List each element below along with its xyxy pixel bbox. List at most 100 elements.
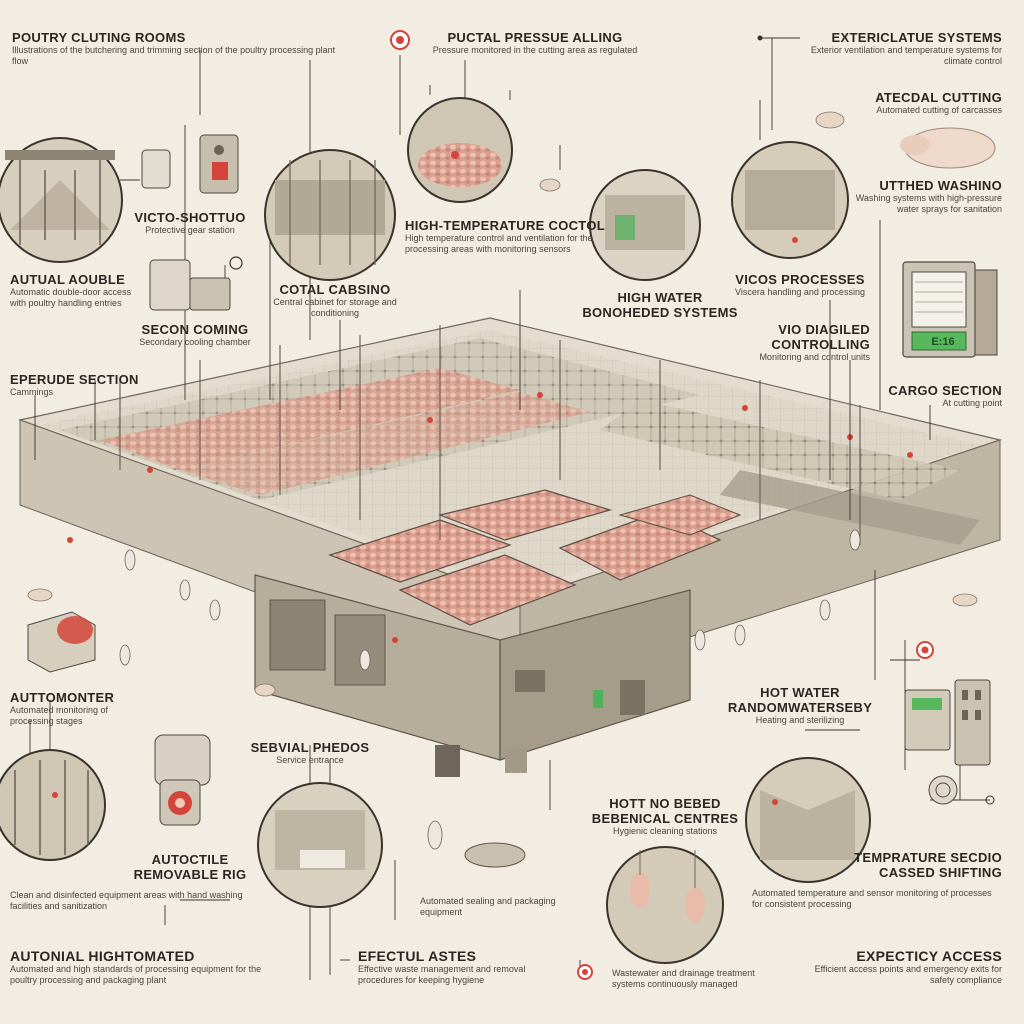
label-desc: Automated temperature and sensor monitor… bbox=[752, 888, 992, 909]
label-desc: Efficient access points and emergency ex… bbox=[814, 964, 1002, 985]
label-title: AUTTOMONTER bbox=[10, 690, 115, 705]
label-desc: Automated and high standards of processi… bbox=[10, 964, 262, 985]
label-center-lower: Automated sealing and packaging equipmen… bbox=[420, 896, 570, 918]
label-title: VIO DIAGILED bbox=[778, 322, 870, 337]
label-auttomonter: AUTTOMONTER Automated monitoring of proc… bbox=[10, 690, 140, 727]
monitor-display-text: E:16 bbox=[931, 336, 955, 348]
label-desc: Exterior ventilation and temperature sys… bbox=[810, 45, 1002, 66]
label-title: VICOS PROCESSES bbox=[735, 272, 865, 287]
vignette-cold-room bbox=[589, 169, 701, 281]
label-title: AUTOCTILE bbox=[151, 852, 229, 867]
label-cassed-shifting: Automated temperature and sensor monitor… bbox=[752, 888, 1002, 910]
label-title: HOTT NO BEBED bbox=[609, 796, 721, 811]
label-title: COTAL CABSINO bbox=[279, 282, 391, 297]
label-title: ATECDAL CUTTING bbox=[875, 90, 1002, 105]
label-title: PUCTAL PRESSUE ALLING bbox=[447, 30, 623, 45]
vignette-hanging-carcasses bbox=[606, 846, 724, 964]
label-autoctile: AUTOCTILE REMOVABLE RIG bbox=[120, 852, 260, 882]
label-hot-water: HOT WATER RANDOMWATERSEBY Heating and st… bbox=[720, 685, 880, 726]
label-desc: Clean and disinfected equipment areas wi… bbox=[10, 890, 243, 911]
label-subtitle: REMOVABLE RIG bbox=[133, 867, 247, 882]
factory-floorplan bbox=[17, 317, 1003, 868]
label-title: CARGO SECTION bbox=[888, 383, 1002, 398]
vignette-storage-room bbox=[257, 782, 383, 908]
label-desc: Monitoring and control units bbox=[759, 352, 870, 362]
label-high-temperature-control: HIGH-TEMPERATURE COCTOL High temperature… bbox=[405, 218, 605, 255]
label-title: AUTONIAL HIGHTOMATED bbox=[10, 948, 195, 964]
label-poultry-cutting-rooms: POUTRY CLUTING ROOMS Illustrations of th… bbox=[12, 30, 342, 67]
alarm-light-icon bbox=[27, 611, 96, 673]
vignette-equipment-room bbox=[0, 749, 106, 861]
label-expecticy-access: EXPECTICY ACCESS Efficient access points… bbox=[800, 948, 1002, 986]
vignette-processing-hall bbox=[264, 149, 396, 281]
label-subtitle: CONTROLLING bbox=[771, 337, 870, 352]
label-bottom-center: Wastewater and drainage treatment system… bbox=[612, 968, 782, 990]
label-desc: Washing systems with high-pressure water… bbox=[855, 193, 1002, 214]
hot-water-unit-icon bbox=[904, 679, 991, 805]
meat-bin-1 bbox=[328, 519, 512, 583]
label-desc: Automated cutting of carcasses bbox=[876, 105, 1002, 115]
label-desc: Central cabinet for storage and conditio… bbox=[273, 297, 397, 318]
label-autonial-hightomated: AUTONIAL HIGHTOMATED Automated and high … bbox=[10, 948, 275, 986]
label-desc: Automated monitoring of processing stage… bbox=[10, 705, 109, 726]
label-secon-coming: SECON COMING Secondary cooling chamber bbox=[125, 322, 265, 348]
label-sebvial-phedos: SEBVIAL PHEDOS Service entrance bbox=[235, 740, 385, 766]
label-desc: At cutting point bbox=[942, 398, 1002, 408]
label-left-lower: Clean and disinfected equipment areas wi… bbox=[10, 890, 260, 912]
label-desc: Wastewater and drainage treatment system… bbox=[612, 968, 755, 989]
vignette-poultry-room bbox=[0, 137, 123, 263]
label-desc: Hygienic cleaning stations bbox=[612, 826, 718, 836]
label-desc: Secondary cooling chamber bbox=[139, 337, 251, 347]
label-title: HOT WATER bbox=[760, 685, 840, 700]
marker-icons bbox=[229, 30, 995, 980]
label-title: HIGH WATER bbox=[617, 290, 703, 305]
label-subtitle: CASSED SHIFTING bbox=[879, 865, 1002, 880]
label-title: EXTERICLATUE SYSTEMS bbox=[831, 30, 1002, 45]
label-title: VICTO-SHOTTUO bbox=[134, 210, 246, 225]
label-title: UTTHED WASHINO bbox=[879, 178, 1002, 193]
label-subtitle: BONOHEDED SYSTEMS bbox=[582, 305, 738, 320]
label-temperature-section: TEMPRATURE SECDIO CASSED SHIFTING bbox=[840, 850, 1002, 880]
label-vio-diagiled: VIO DIAGILED CONTROLLING Monitoring and … bbox=[730, 322, 870, 363]
label-desc: Cammings bbox=[10, 387, 54, 397]
label-desc: Service entrance bbox=[276, 755, 344, 765]
label-desc: Automated sealing and packaging equipmen… bbox=[420, 896, 556, 917]
label-subtitle: RANDOMWATERSEBY bbox=[727, 700, 873, 715]
label-high-water: HIGH WATER BONOHEDED SYSTEMS bbox=[580, 290, 740, 320]
label-desc: Protective gear station bbox=[145, 225, 235, 235]
label-vicsto-shottuo: VICTO-SHOTTUO Protective gear station bbox=[120, 210, 260, 236]
label-autual-double: AUTUAL AOUBLE Automatic double-door acce… bbox=[10, 272, 140, 309]
label-desc: High temperature control and ventilation… bbox=[405, 233, 593, 254]
label-title: TEMPRATURE SECDIO bbox=[854, 850, 1002, 865]
label-atecdal-cutting: ATECDAL CUTTING Automated cutting of car… bbox=[850, 90, 1002, 116]
control-unit-icon bbox=[149, 259, 231, 311]
label-desc: Illustrations of the butchering and trim… bbox=[12, 45, 336, 66]
label-pucial-pressure: PUCTAL PRESSUE ALLING Pressure monitored… bbox=[420, 30, 650, 56]
label-desc: Effective waste management and removal p… bbox=[358, 964, 526, 985]
label-efectul-astes: EFECTUL ASTES Effective waste management… bbox=[358, 948, 558, 986]
label-title: AUTUAL AOUBLE bbox=[10, 272, 126, 287]
label-cotal-cabsino: COTAL CABSINO Central cabinet for storag… bbox=[265, 282, 405, 319]
label-eperude-section: EPERUDE SECTION Cammings bbox=[10, 372, 140, 398]
meat-bin-3 bbox=[398, 554, 577, 626]
label-title: POUTRY CLUTING ROOMS bbox=[12, 30, 186, 45]
label-title: EFECTUL ASTES bbox=[358, 948, 477, 964]
label-title: SEBVIAL PHEDOS bbox=[250, 740, 370, 755]
label-title: HIGH-TEMPERATURE COCTOL bbox=[405, 218, 605, 233]
label-desc: Pressure monitored in the cutting area a… bbox=[432, 45, 638, 55]
vignette-meat-pile bbox=[407, 97, 513, 203]
label-subtitle: BEBENICAL CENTRES bbox=[591, 811, 739, 826]
label-hot-no-bebed: HOTT NO BEBED BEBENICAL CENTRES Hygienic… bbox=[590, 796, 740, 837]
monitor-panel-icon bbox=[902, 261, 998, 358]
label-desc: Heating and sterilizing bbox=[755, 715, 845, 725]
label-title: EXPECTICY ACCESS bbox=[856, 948, 1002, 964]
meat-bin-5 bbox=[618, 494, 742, 536]
bird-icons bbox=[27, 111, 978, 697]
meat-bin-2 bbox=[437, 489, 613, 541]
camera-detector-icon bbox=[154, 734, 211, 826]
label-utthed-washing: UTTHED WASHINO Washing systems with high… bbox=[850, 178, 1002, 215]
chicken-carcass-icon bbox=[900, 127, 996, 169]
label-title: SECON COMING bbox=[141, 322, 249, 337]
label-title: EPERUDE SECTION bbox=[10, 372, 139, 387]
